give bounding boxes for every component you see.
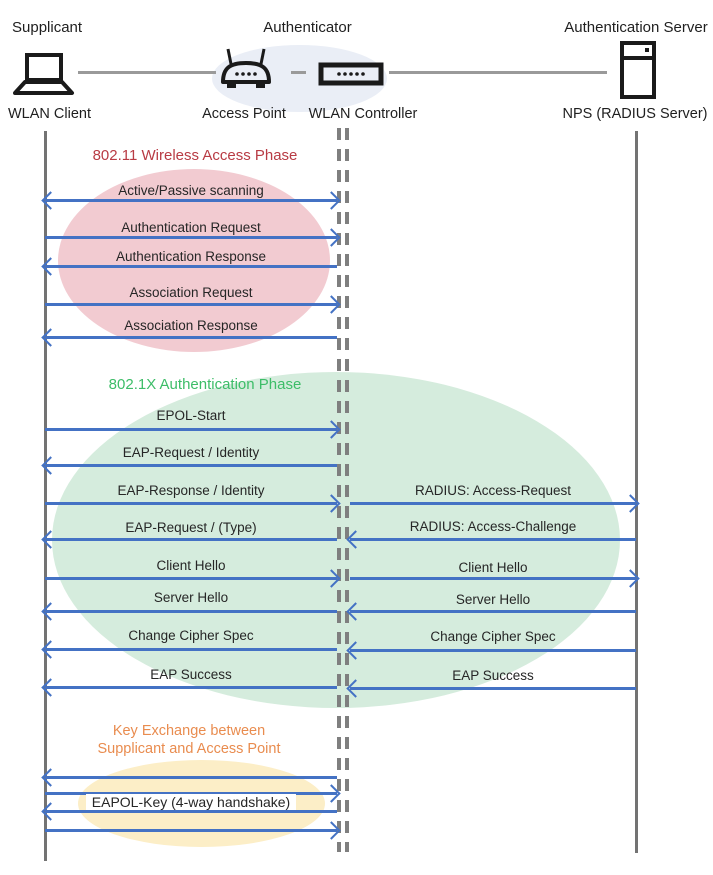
- role-authentication-server: Authentication Server: [564, 19, 708, 36]
- msg-radius-access-challenge-label: RADIUS: Access-Challenge: [409, 519, 577, 534]
- msg-authentication-response-label: Authentication Response: [115, 249, 267, 264]
- authenticator-group-ellipse: [212, 45, 387, 112]
- device-label-nps-radius-server: NPS (RADIUS Server): [562, 106, 708, 122]
- msg-authentication-request-arrow: [45, 227, 341, 247]
- msg-change-cipher-spec-left-arrow: [41, 639, 337, 659]
- phase1-title: 802.11 Wireless Access Phase: [92, 147, 298, 164]
- msg-eap-success-right-label: EAP Success: [452, 668, 534, 683]
- msg-change-cipher-spec-right-label: Change Cipher Spec: [430, 629, 556, 644]
- msg-association-response-arrow: [41, 327, 337, 347]
- msg-change-cipher-spec-right-arrow: [346, 640, 636, 660]
- msg-epol-start-label: EPOL-Start: [156, 408, 226, 423]
- lifeline-wlan-client: [44, 131, 47, 861]
- msg-eap-success-right-arrow: [346, 678, 636, 698]
- msg-radius-access-challenge-arrow: [346, 529, 636, 549]
- msg-authentication-response-arrow: [41, 256, 337, 276]
- msg-client-hello-left-arrow: [45, 568, 341, 588]
- msg-active-passive-scanning-label: Active/Passive scanning: [118, 183, 264, 198]
- lifeline-controller-dashed-1: [337, 128, 341, 852]
- msg-authentication-request-label: Authentication Request: [121, 220, 261, 235]
- role-authenticator: Authenticator: [263, 19, 352, 36]
- device-label-wlan-controller: WLAN Controller: [308, 106, 418, 122]
- msg-server-hello-left-arrow: [41, 601, 337, 621]
- msg-association-request-label: Association Request: [129, 285, 253, 300]
- msg-eap-success-left-arrow: [41, 677, 337, 697]
- msg-change-cipher-spec-left-label: Change Cipher Spec: [128, 628, 254, 643]
- laptop-icon: [10, 52, 76, 96]
- server-icon: [619, 40, 657, 100]
- msg-eap-request-identity-arrow: [41, 455, 337, 475]
- msg-eap-request-identity-label: EAP-Request / Identity: [122, 445, 260, 460]
- lifeline-nps-server: [635, 131, 638, 853]
- msg-server-hello-right-arrow: [346, 601, 636, 621]
- msg-client-hello-right-arrow: [350, 568, 640, 588]
- msg-eap-response-identity-label: EAP-Response / Identity: [117, 483, 265, 498]
- phase3-title-line1: Key Exchange between: [112, 723, 266, 739]
- role-supplicant: Supplicant: [12, 19, 83, 36]
- connector-ap-controller: [291, 71, 306, 74]
- msg-key-exchange-arrow-2: [45, 783, 341, 803]
- msg-client-hello-left-label: Client Hello: [156, 558, 226, 573]
- connector-controller-server: [389, 71, 607, 74]
- msg-eapol-key-arrow: [41, 801, 337, 821]
- msg-eap-success-left-label: EAP Success: [150, 667, 232, 682]
- msg-eap-request-type-label: EAP-Request / (Type): [125, 520, 257, 535]
- msg-active-passive-scanning-arrow: [41, 190, 341, 210]
- msg-server-hello-left-label: Server Hello: [153, 590, 229, 605]
- msg-epol-start-arrow: [45, 419, 341, 439]
- msg-eap-request-type-arrow: [41, 529, 337, 549]
- wlan-controller-icon: [318, 62, 384, 86]
- msg-radius-access-request-arrow: [350, 493, 640, 513]
- msg-eap-response-identity-arrow: [45, 493, 341, 513]
- lifeline-controller-dashed-2: [345, 128, 349, 852]
- msg-server-hello-right-label: Server Hello: [455, 592, 531, 607]
- msg-key-exchange-arrow-1: [41, 767, 337, 787]
- device-label-wlan-client: WLAN Client: [8, 106, 91, 122]
- msg-key-exchange-arrow-4: [45, 820, 341, 840]
- msg-eapol-key-label-text: EAPOL-Key (4-way handshake): [85, 794, 297, 810]
- msg-association-response-label: Association Response: [124, 318, 258, 333]
- msg-eapol-key-label: EAPOL-Key (4-way handshake): [45, 794, 337, 810]
- access-point-icon: [216, 48, 276, 92]
- phase2-title: 802.1X Authentication Phase: [108, 376, 302, 393]
- msg-association-request-arrow: [45, 294, 341, 314]
- phase3-title-line2: Supplicant and Access Point: [97, 741, 281, 757]
- msg-radius-access-request-label: RADIUS: Access-Request: [414, 483, 572, 498]
- device-label-access-point: Access Point: [202, 106, 286, 122]
- connector-client-ap: [78, 71, 216, 74]
- msg-client-hello-right-label: Client Hello: [458, 560, 528, 575]
